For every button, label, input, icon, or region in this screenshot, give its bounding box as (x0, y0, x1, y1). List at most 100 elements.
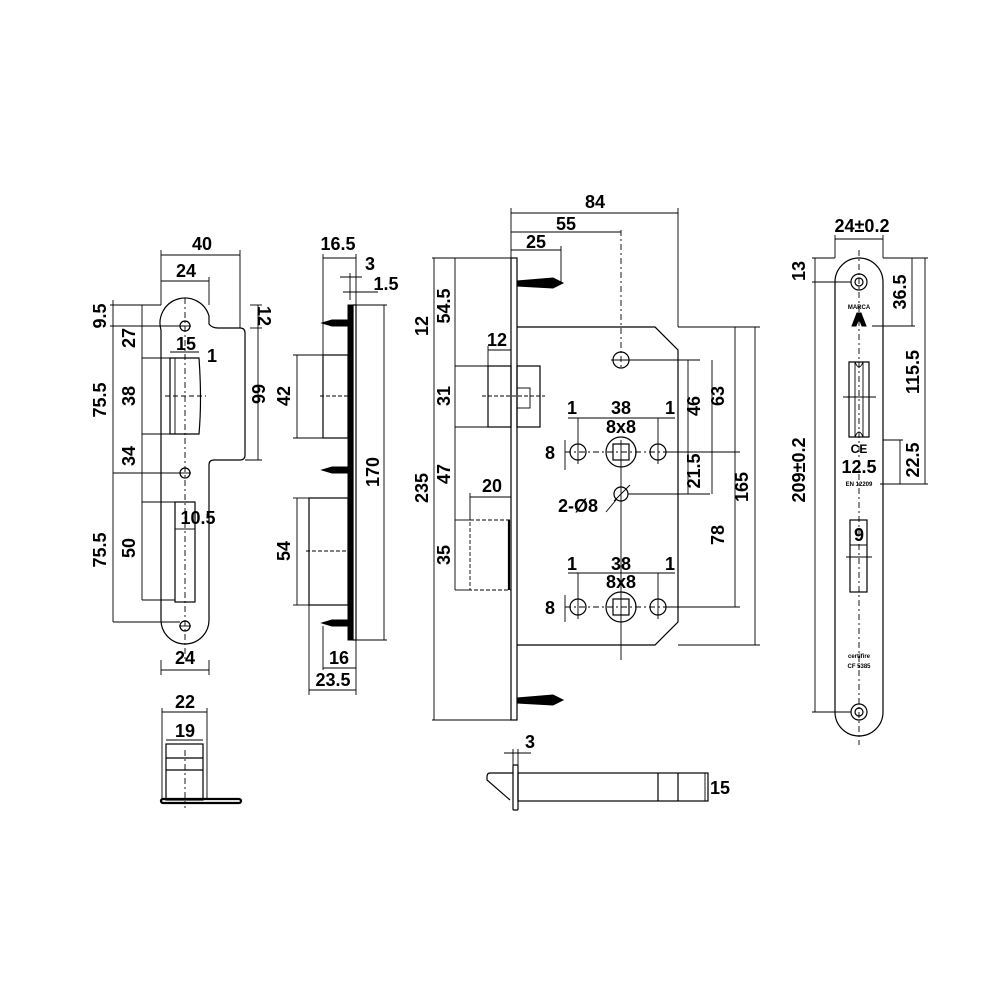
dim-lock-bolt-projection: 20 (482, 476, 502, 496)
dim-lock-overall-width: 84 (585, 192, 605, 212)
dim-strike-tab-height: 12 (254, 306, 274, 326)
latch-bolt-view: 3 15 (486, 732, 730, 811)
dim-strike-box-width-outer: 22 (175, 692, 195, 712)
dim-strike-lower-pitch: 75.5 (90, 532, 110, 567)
dim-lock-latch-height: 31 (434, 386, 454, 406)
dim-lock-latch-offset: 54.5 (434, 288, 454, 323)
dim-lock-lower-spindle-square: 8x8 (606, 572, 636, 592)
dim-latch-bolt-plate: 3 (525, 732, 535, 752)
dim-strike-upper-pitch: 75.5 (90, 382, 110, 417)
hole-icon (649, 440, 667, 464)
dim-strike-latch-height: 38 (119, 386, 139, 406)
dim-lock-46: 46 (684, 396, 704, 416)
faceplate-outline (834, 257, 884, 737)
screw-hole-icon (179, 620, 191, 632)
dim-latch-bolt-height: 15 (710, 778, 730, 798)
dim-strike-latch-to-hole: 34 (119, 446, 139, 466)
faceplate-cert-line2: CF 5385 (847, 664, 871, 670)
dim-faceplate-latch-gap: 12.5 (841, 457, 876, 477)
dim-strike-bottom-width: 24 (175, 648, 195, 668)
screw-icon (320, 466, 349, 474)
dim-lock-top-margin: 12 (412, 316, 432, 336)
dim-lock-screw-depth: 25 (526, 232, 546, 252)
dim-lock-bolt-height: 35 (434, 545, 454, 565)
faceplate-logo-icon (851, 312, 867, 327)
screw-icon (516, 694, 565, 706)
dim-side-total-projection: 23.5 (315, 670, 350, 690)
strike-box-outline (165, 743, 204, 801)
spindle-icon (605, 436, 637, 468)
side-faceplate (347, 304, 354, 641)
dim-side-plate-thickness: 3 (365, 254, 375, 274)
faceplate-view: MARCA CE EN 12209 certifire CF 5385 24±0… (789, 216, 928, 745)
dim-lock-gap-left: 1 (567, 398, 577, 418)
lock-case (517, 326, 679, 646)
screw-icon (516, 277, 565, 289)
faceplate-ce-mark: CE (851, 442, 868, 456)
lock-deadbolt (469, 519, 512, 591)
hole-icon (569, 440, 587, 464)
faceplate-logo-text: MARCA (848, 305, 871, 311)
strike-box-view: 22 19 (159, 692, 243, 808)
dim-faceplate-length: 209±0.2 (789, 438, 809, 503)
faceplate-bolt-opening (849, 519, 868, 593)
dim-strike-latch-step: 1 (207, 346, 217, 366)
latch-bolt-plate (512, 764, 519, 811)
dim-side-bolt-height: 54 (274, 541, 294, 561)
dim-lock-lower-gap-right: 1 (665, 554, 675, 574)
dim-strike-hole-to-latch: 27 (119, 328, 139, 348)
spindle-icon (605, 591, 637, 623)
dim-lock-spindle-square: 8x8 (606, 417, 636, 437)
dim-faceplate-bolt-width: 9 (854, 525, 864, 545)
faceplate-cert-line1: certifire (848, 654, 871, 660)
dim-side-faceplate: 1.5 (373, 274, 398, 294)
dim-strike-width-plate: 24 (176, 261, 196, 281)
dim-lock-backset: 55 (556, 214, 576, 234)
side-bolt (308, 497, 349, 606)
side-view: 16.5 3 1.5 42 170 54 16 23.5 (274, 234, 399, 695)
hole-icon (611, 351, 631, 369)
dim-side-bolt-projection: 16 (329, 648, 349, 668)
dim-lock-21-5: 21.5 (684, 453, 704, 488)
dim-strike-top-offset: 9.5 (90, 303, 110, 328)
side-latch (322, 354, 349, 439)
dim-strike-tab-length: 66 (248, 384, 268, 404)
dim-strike-bolt-width: 10.5 (180, 508, 215, 528)
hole-icon (649, 595, 667, 619)
dim-lock-latch-projection: 12 (487, 330, 507, 350)
dim-lock-lower-gap-left: 1 (567, 554, 577, 574)
dim-lock-gap-right: 1 (665, 398, 675, 418)
dim-lock-body-height: 165 (732, 472, 752, 502)
dim-strike-box-width-inner: 19 (175, 721, 195, 741)
faceplate-standard: EN 12209 (846, 482, 873, 488)
dim-strike-width-total: 40 (192, 234, 212, 254)
dim-lock-spindle-spacing: 38 (611, 398, 631, 418)
dim-lock-hole-diameter: 8 (545, 443, 555, 463)
dim-strike-latch-width: 15 (176, 334, 196, 354)
latch-opening (169, 357, 202, 435)
faceplate-latch-opening (848, 361, 870, 438)
lock-body-view: 84 55 25 12 54.5 12 31 235 47 20 35 1 38… (412, 192, 760, 721)
dim-faceplate-logo-offset: 36.5 (890, 274, 910, 309)
latch-bolt-body (517, 772, 709, 802)
dim-faceplate-latch-span: 115.5 (903, 350, 923, 394)
dim-lock-lower-spindle-spacing: 38 (611, 554, 631, 574)
dim-strike-bolt-height: 50 (119, 538, 139, 558)
strike-plate-outline (159, 297, 246, 645)
dim-faceplate-ce-offset: 22.5 (903, 442, 923, 477)
screw-icon (320, 619, 349, 627)
dim-lock-latch-to-bolt: 47 (434, 464, 454, 484)
hole-icon (569, 595, 587, 619)
screw-icon (320, 319, 349, 327)
strike-box-flange (159, 797, 243, 805)
dim-lock-fixing-holes: 2-Ø8 (558, 496, 598, 516)
dim-faceplate-width: 24±0.2 (835, 216, 890, 236)
dim-lock-63: 63 (708, 386, 728, 406)
dim-lock-center-distance: 78 (708, 525, 728, 545)
dim-side-depth: 16.5 (320, 234, 355, 254)
strike-plate-view: 40 24 9.5 12 27 15 1 75.5 38 66 34 10.5 … (90, 234, 274, 675)
dim-faceplate-hole-offset: 13 (789, 261, 809, 281)
lock-latch (487, 365, 512, 428)
lock-forend (510, 257, 518, 721)
